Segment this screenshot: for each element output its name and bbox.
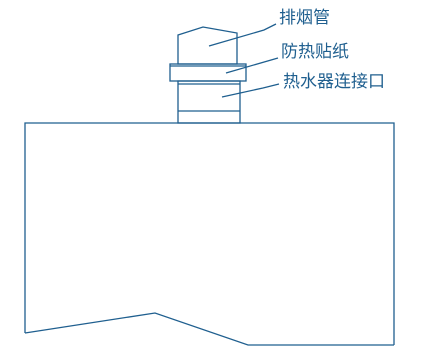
label-exhaust-pipe: 排烟管	[279, 8, 330, 28]
label-heat-sticker: 防热贴纸	[281, 42, 349, 62]
leader-line-heat-sticker	[225, 57, 279, 74]
water-heater-body	[24, 122, 395, 345]
leader-line-exhaust-pipe	[208, 23, 277, 47]
leader-line-heater-connector	[221, 83, 280, 98]
exhaust-pipe-shape	[177, 26, 238, 65]
water-heater-break-line	[24, 312, 394, 346]
heater-connector-shape	[177, 80, 241, 124]
label-heater-connector: 热水器连接口	[283, 72, 385, 92]
